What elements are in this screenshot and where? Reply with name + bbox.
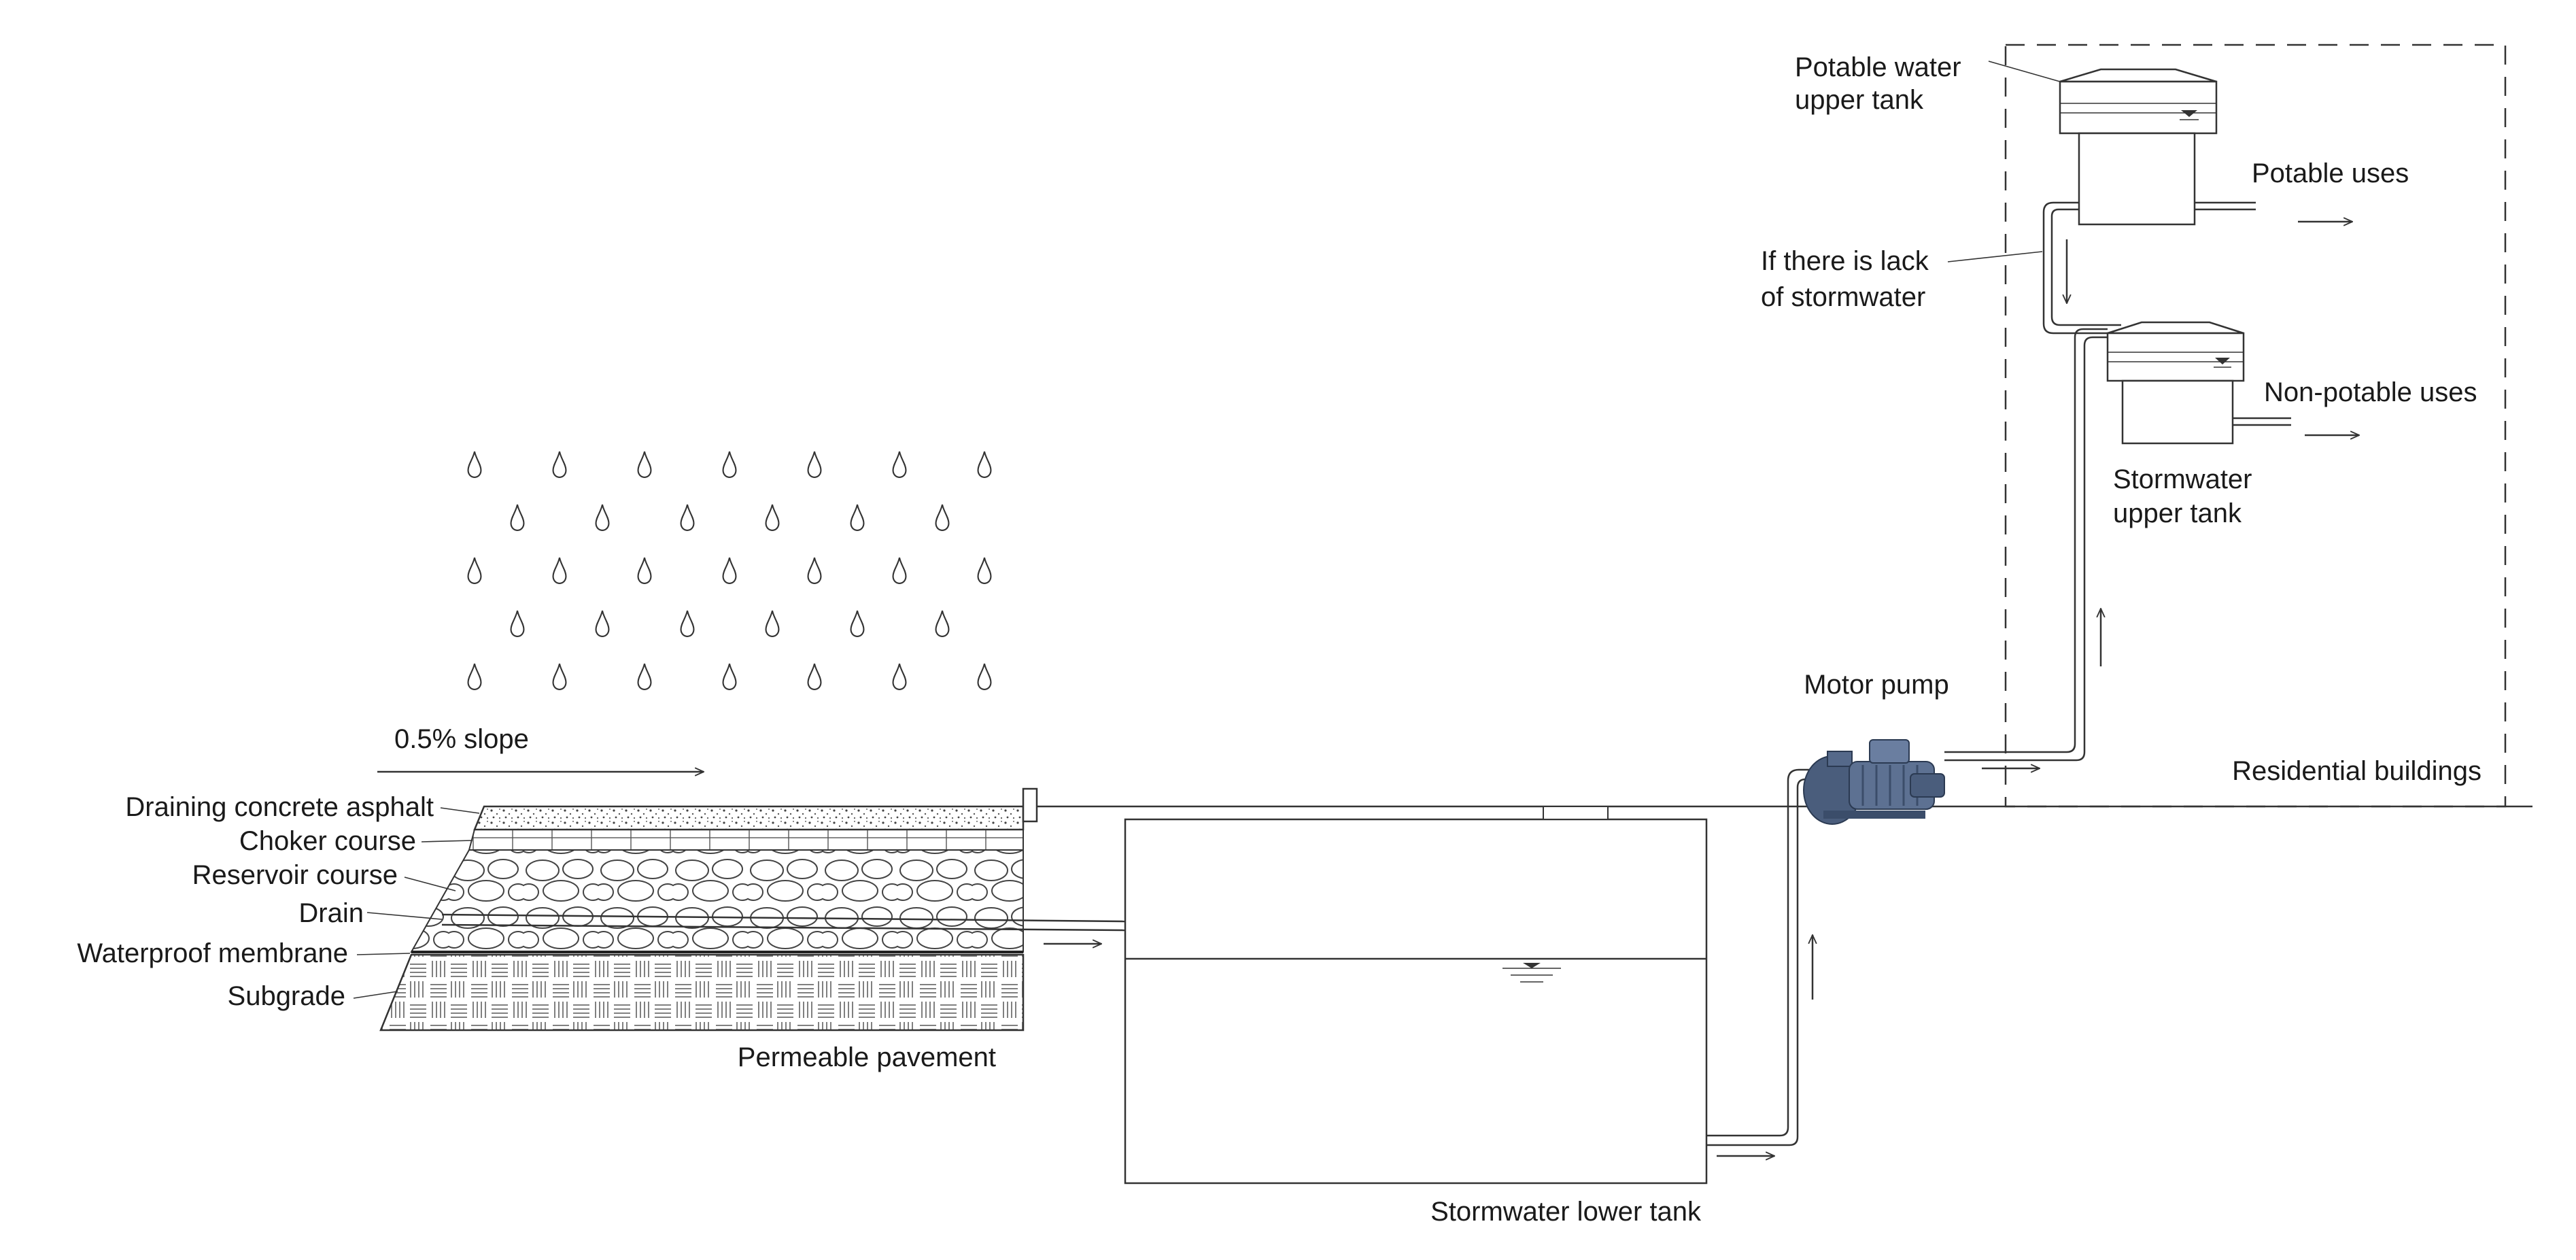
rain-drop-icon xyxy=(595,504,610,531)
label-residential-buildings: Residential buildings xyxy=(2232,756,2481,786)
potable-water-upper-tank xyxy=(2059,68,2218,226)
rain-drop-icon xyxy=(977,557,992,584)
reservoir-layer xyxy=(410,849,1024,953)
rain-drop-icon xyxy=(807,663,822,690)
water-level-symbol xyxy=(1502,963,1561,983)
rain-drop-icon xyxy=(467,557,482,584)
rain-drop-icon xyxy=(935,504,950,531)
rain-drop-icon xyxy=(892,557,907,584)
label-draining-concrete-asphalt: Draining concrete asphalt xyxy=(125,792,434,822)
rain-drop-icon xyxy=(510,610,525,637)
label-stormwater-upper-line2: upper tank xyxy=(2113,498,2242,528)
rain-drop-icon xyxy=(850,504,865,531)
rain-drop-icon xyxy=(807,557,822,584)
rain-drop-icon xyxy=(722,451,737,478)
rain-drop-icon xyxy=(552,557,567,584)
label-reservoir-course: Reservoir course xyxy=(192,860,398,890)
rain-drop-icon xyxy=(807,451,822,478)
label-motor-pump: Motor pump xyxy=(1804,670,1948,700)
label-subgrade: Subgrade xyxy=(228,981,345,1011)
stormwater-upper-tank xyxy=(2106,321,2245,445)
rain-drop-icon xyxy=(467,451,482,478)
rain-drop-icon xyxy=(510,504,525,531)
leader-lack-of-stormwater xyxy=(1947,251,2043,262)
drain-pipe-bottom xyxy=(441,923,1126,932)
rain-drop-icon xyxy=(595,610,610,637)
pipe-tank-to-pump xyxy=(1706,768,1815,1137)
label-lack-line2: of stormwater xyxy=(1761,282,1925,312)
rain-drop-icon xyxy=(552,663,567,690)
pipe-potable-to-stormwater-tank xyxy=(2042,201,2121,335)
rain-drop-icon xyxy=(977,663,992,690)
rain-drop-icon xyxy=(680,504,695,531)
rain-drop-icon xyxy=(637,663,652,690)
rain-drop-icon xyxy=(765,504,780,531)
rain-drop-icon xyxy=(552,451,567,478)
pavement-leaders xyxy=(353,807,480,999)
label-stormwater-upper-line1: Stormwater xyxy=(2113,464,2252,494)
drain-pipe-top xyxy=(441,913,1126,923)
rain-drop-icon xyxy=(977,451,992,478)
label-potable-water-line1: Potable water xyxy=(1795,52,1961,82)
rain-drops xyxy=(467,451,992,690)
rain-drop-icon xyxy=(722,663,737,690)
pipe-pump-to-upper-tank xyxy=(1944,328,2108,753)
rain-drop-icon xyxy=(765,610,780,637)
curb-post xyxy=(1022,787,1038,823)
label-potable-water-line2: upper tank xyxy=(1795,85,1924,115)
label-choker-course: Choker course xyxy=(239,826,416,856)
label-potable-uses: Potable uses xyxy=(2252,158,2409,188)
permeable-pavement xyxy=(379,787,1126,1032)
rain-drop-icon xyxy=(680,610,695,637)
residential-buildings-box xyxy=(2004,44,2507,808)
choker-layer xyxy=(468,829,1024,851)
rain-drop-icon xyxy=(637,557,652,584)
asphalt-layer xyxy=(473,805,1025,831)
rain-drop-icon xyxy=(850,610,865,637)
motor-pump xyxy=(1803,739,1945,825)
rain-drop-icon xyxy=(892,451,907,478)
label-lack-line1: If there is lack xyxy=(1761,246,1929,276)
slope-label: 0.5% slope xyxy=(394,724,529,754)
label-stormwater-lower-tank: Stormwater lower tank xyxy=(1430,1197,1702,1227)
rain-drop-icon xyxy=(892,663,907,690)
rain-drop-icon xyxy=(935,610,950,637)
stormwater-lower-tank xyxy=(1124,806,1708,1185)
label-drain: Drain xyxy=(298,898,364,928)
subgrade-layer xyxy=(379,953,1025,1032)
rain-drop-icon xyxy=(467,663,482,690)
rain-drop-icon xyxy=(722,557,737,584)
label-non-potable-uses: Non-potable uses xyxy=(2264,377,2477,407)
label-waterproof-membrane: Waterproof membrane xyxy=(77,938,348,968)
rain-drop-icon xyxy=(637,451,652,478)
leader-potable-tank xyxy=(1988,61,2061,82)
label-permeable-pavement: Permeable pavement xyxy=(738,1042,996,1072)
